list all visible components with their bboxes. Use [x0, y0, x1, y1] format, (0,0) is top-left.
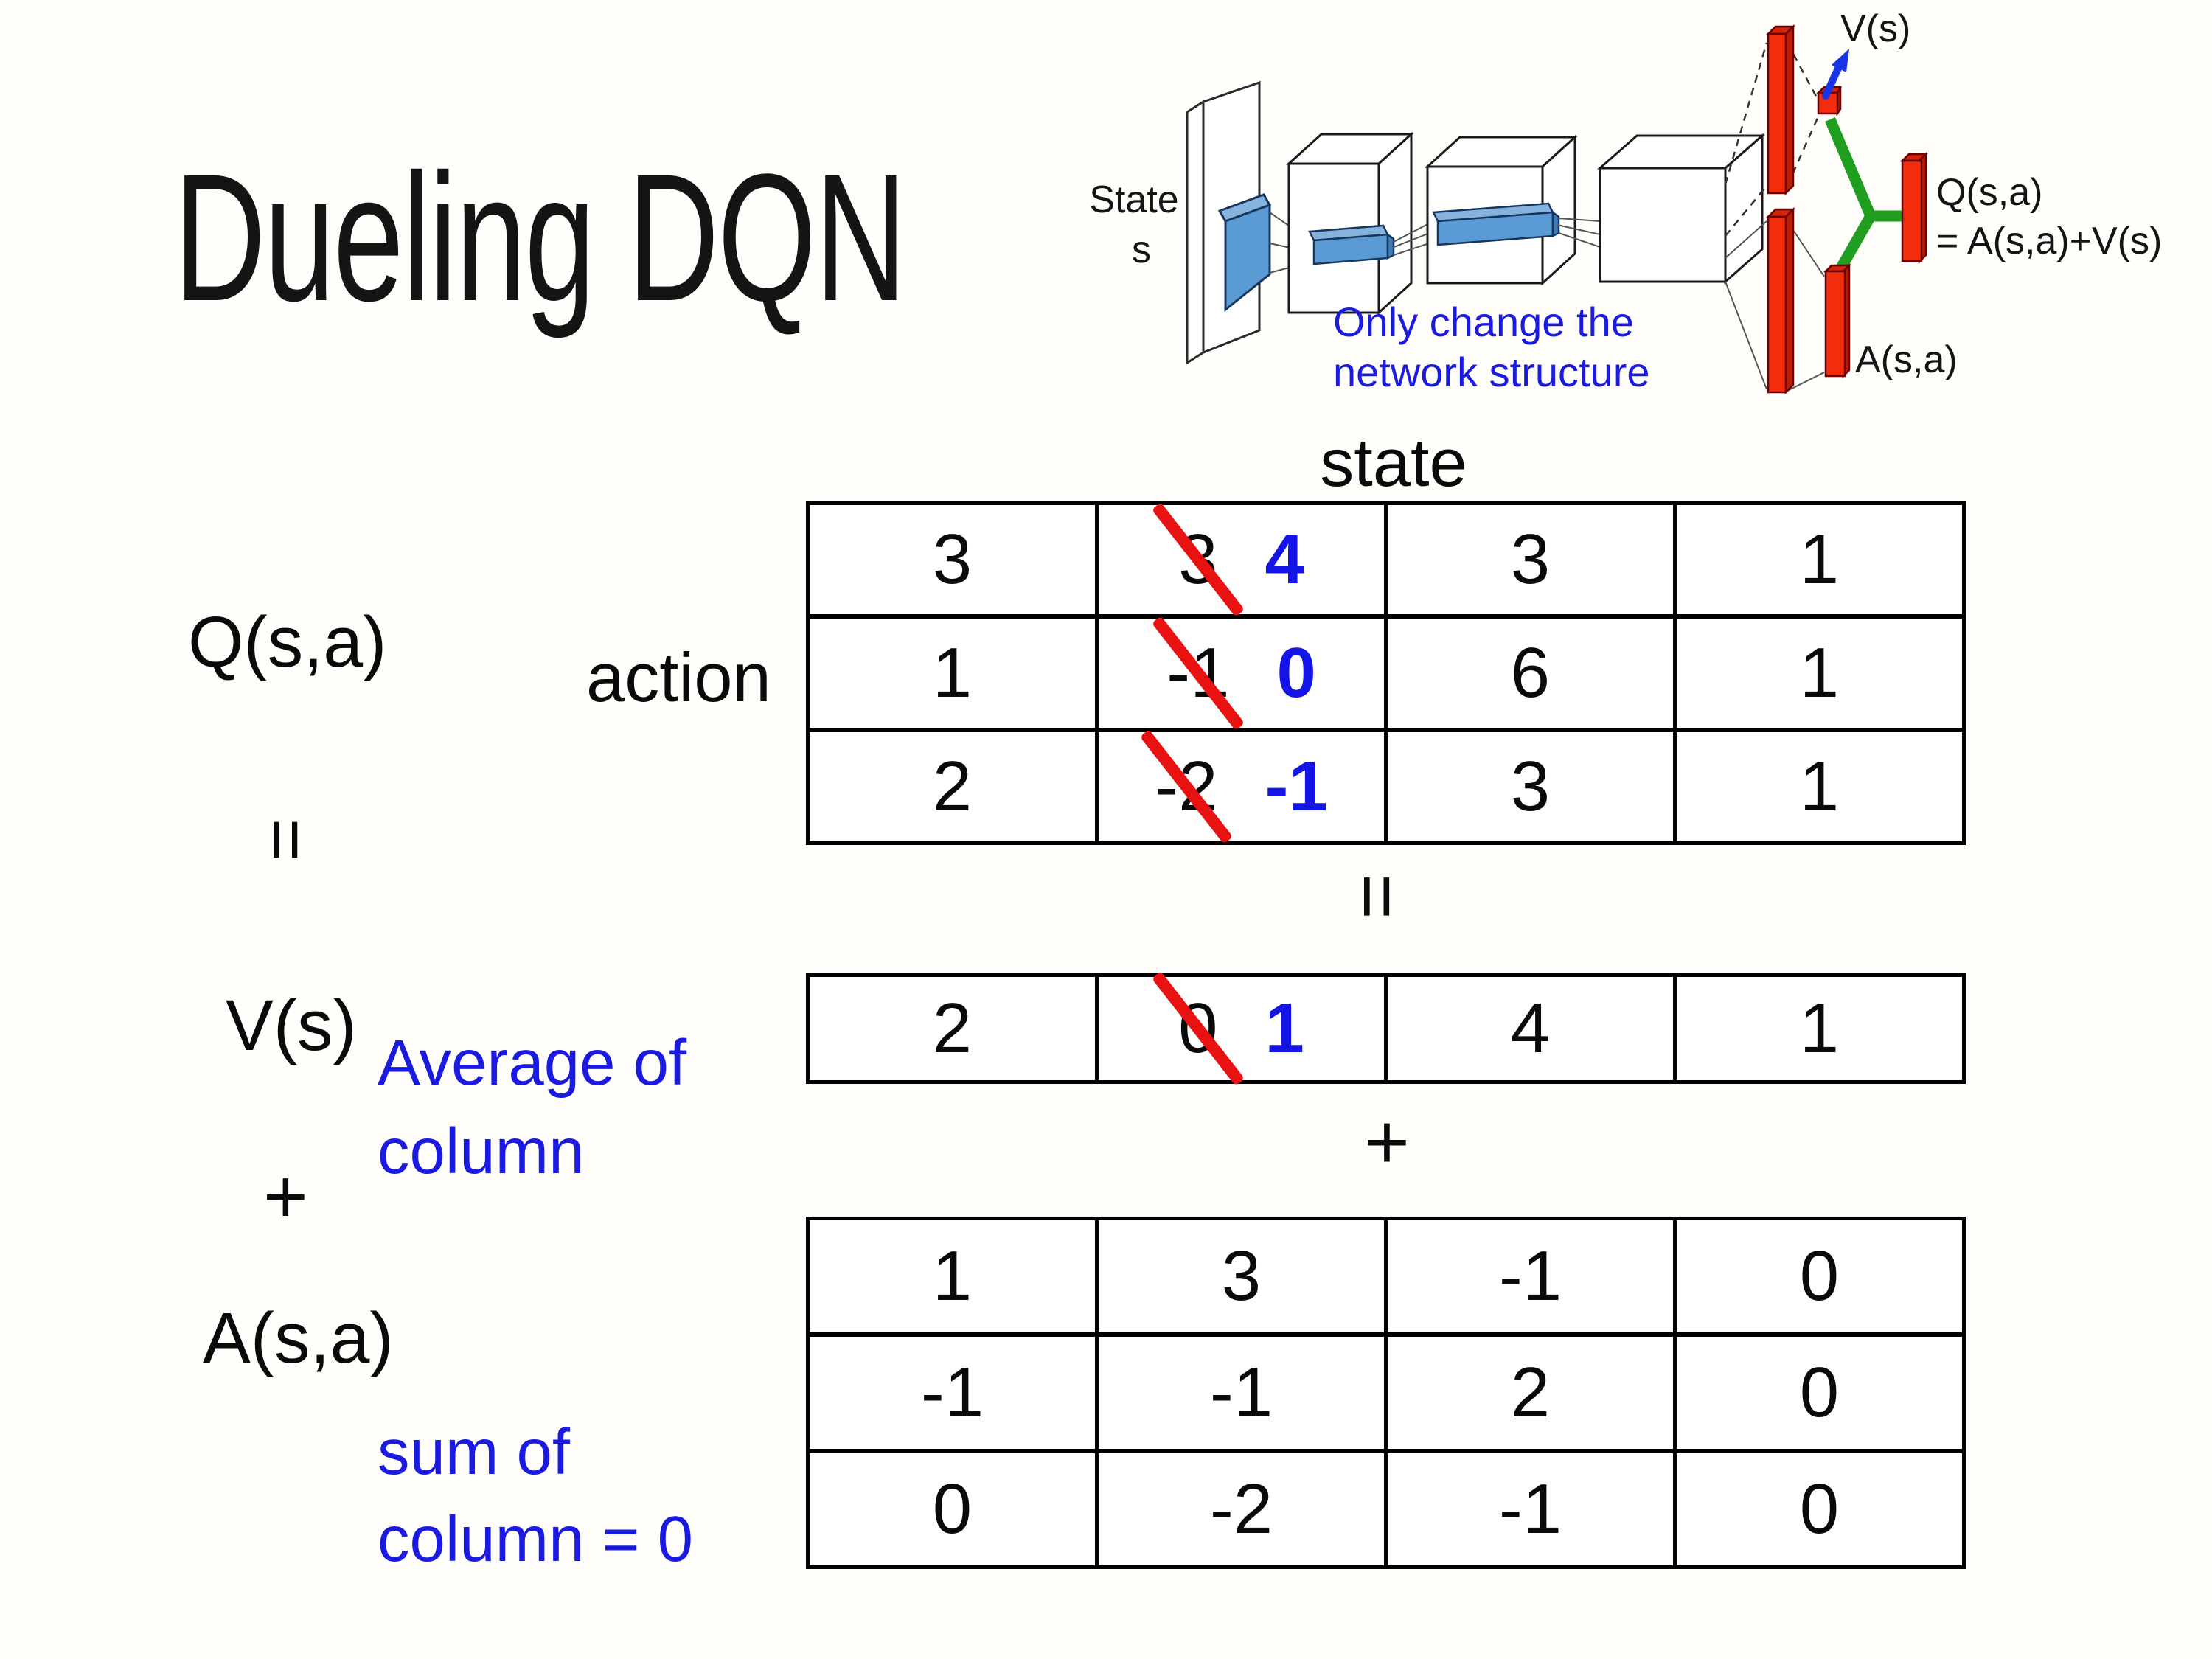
conv-box-1: [1286, 131, 1414, 316]
q-cell: 3: [1384, 505, 1673, 614]
value-fc-bar: [1765, 24, 1796, 196]
dashed-links-to-value-fc: [1724, 42, 1820, 237]
diagram-state-label-line1: State: [1089, 178, 1178, 221]
action-axis-label: action: [586, 639, 771, 716]
v-cell: 1: [1673, 977, 1962, 1080]
plus-sign-left: +: [263, 1154, 308, 1239]
q-cell-corrected: -2 -1: [1095, 729, 1384, 844]
a-function-label: A(s,a): [203, 1298, 394, 1378]
advantage-fc-bar: [1765, 206, 1796, 395]
v-cell-corrected: 0 1: [1095, 971, 1384, 1086]
a-cell: 3: [1095, 1220, 1384, 1332]
a-cell: 2: [1384, 1337, 1673, 1449]
q-cell: 1: [932, 633, 973, 712]
a-matrix-row-1: 1 3 -1 0: [810, 1220, 1962, 1332]
corrected-value: 0: [1276, 633, 1316, 712]
diagram-q-output-label-line2: = A(s,a)+V(s): [1936, 220, 2162, 262]
conv-slab-3: [1432, 202, 1560, 246]
corrected-value: 1: [1265, 989, 1304, 1068]
q-matrix-row-1: 3 3 4 3 1: [810, 502, 1962, 617]
average-note-line2: column: [378, 1116, 585, 1187]
crossed-out-value: -2: [1139, 729, 1234, 844]
q-output-bar: [1899, 151, 1929, 265]
sum-note-line1: sum of: [378, 1416, 571, 1488]
a-cell: -1: [920, 1353, 984, 1432]
average-note-line1: Average of: [378, 1027, 687, 1099]
a-matrix-row-3: 0 -2 -1 0: [810, 1449, 1962, 1565]
a-cell: -1: [1384, 1220, 1673, 1332]
v-matrix-row: 2 0 1 4 1: [810, 971, 1962, 1086]
diagram-v-output-label: V(s): [1840, 7, 1910, 50]
a-matrix-row-2: -1 -1 2 0: [810, 1332, 1962, 1449]
a-cell: 0: [1673, 1337, 1962, 1449]
a-matrix: 1 3 -1 0 -1 -1 2 0 0 -2 -1 0: [806, 1217, 1966, 1569]
diagram-note-line2: network structure: [1333, 349, 1650, 395]
merge-y-connector: [1825, 117, 1902, 277]
value-arrow-icon: [1822, 49, 1849, 100]
conv-slab-1: [1217, 193, 1272, 313]
v-cell: 4: [1384, 977, 1673, 1080]
plus-sign-center: +: [1364, 1099, 1410, 1186]
q-matrix-row-3: 2 -2 -1 3 1: [810, 728, 1962, 844]
diagram-state-label-line2: s: [1132, 229, 1151, 271]
a-cell: 1: [932, 1237, 973, 1315]
q-cell: 1: [1673, 732, 1962, 841]
q-cell-corrected: -1 0: [1095, 616, 1384, 731]
diagram-a-output-label: A(s,a): [1855, 338, 1958, 381]
a-cell: -1: [1095, 1337, 1384, 1449]
q-matrix: 3 3 4 3 1 1 -1 0 6 1 2 -2 -1 3 1: [806, 501, 1966, 845]
page-title: Dueling DQN: [174, 136, 906, 339]
conv-box-3: [1597, 133, 1765, 285]
equals-sign-left: =: [245, 818, 327, 862]
diagram-note-line1: Only change the: [1333, 299, 1634, 345]
a-cell: -1: [1384, 1453, 1673, 1565]
v-matrix: 2 0 1 4 1: [806, 971, 1966, 1086]
diagram-q-output-label-line1: Q(s,a): [1936, 171, 2042, 214]
advantage-vector-node: [1823, 262, 1852, 379]
q-function-label: Q(s,a): [188, 602, 387, 682]
q-cell: 3: [932, 520, 973, 599]
fan-lines-3: [1557, 218, 1601, 248]
a-cell: 0: [1673, 1220, 1962, 1332]
a-cell: 0: [932, 1470, 973, 1548]
a-cell: 0: [1673, 1453, 1962, 1565]
corrected-value: -1: [1265, 747, 1328, 826]
crossed-out-value: 0: [1151, 971, 1245, 1086]
q-matrix-row-2: 1 -1 0 6 1: [810, 614, 1962, 731]
q-cell: 1: [1673, 505, 1962, 614]
a-cell: -2: [1095, 1453, 1384, 1565]
corrected-value: 4: [1265, 520, 1304, 599]
q-cell: 2: [932, 747, 973, 826]
v-cell: 2: [932, 989, 973, 1068]
dueling-network-diagram: State s V(s) Q(s,a) = A(s,a)+V(s) A(s,a)…: [1089, 7, 2162, 395]
crossed-out-value: -1: [1151, 616, 1245, 731]
crossed-out-value: 3: [1151, 502, 1245, 617]
v-function-label: V(s): [226, 985, 357, 1065]
q-cell: 3: [1384, 732, 1673, 841]
q-cell: 1: [1673, 619, 1962, 728]
sum-note-line2: column = 0: [378, 1503, 693, 1575]
q-cell: 6: [1384, 619, 1673, 728]
state-axis-label: state: [1320, 425, 1467, 501]
q-cell-corrected: 3 4: [1095, 502, 1384, 617]
conv-slab-2: [1308, 224, 1395, 265]
equals-sign-center: =: [1334, 874, 1421, 919]
